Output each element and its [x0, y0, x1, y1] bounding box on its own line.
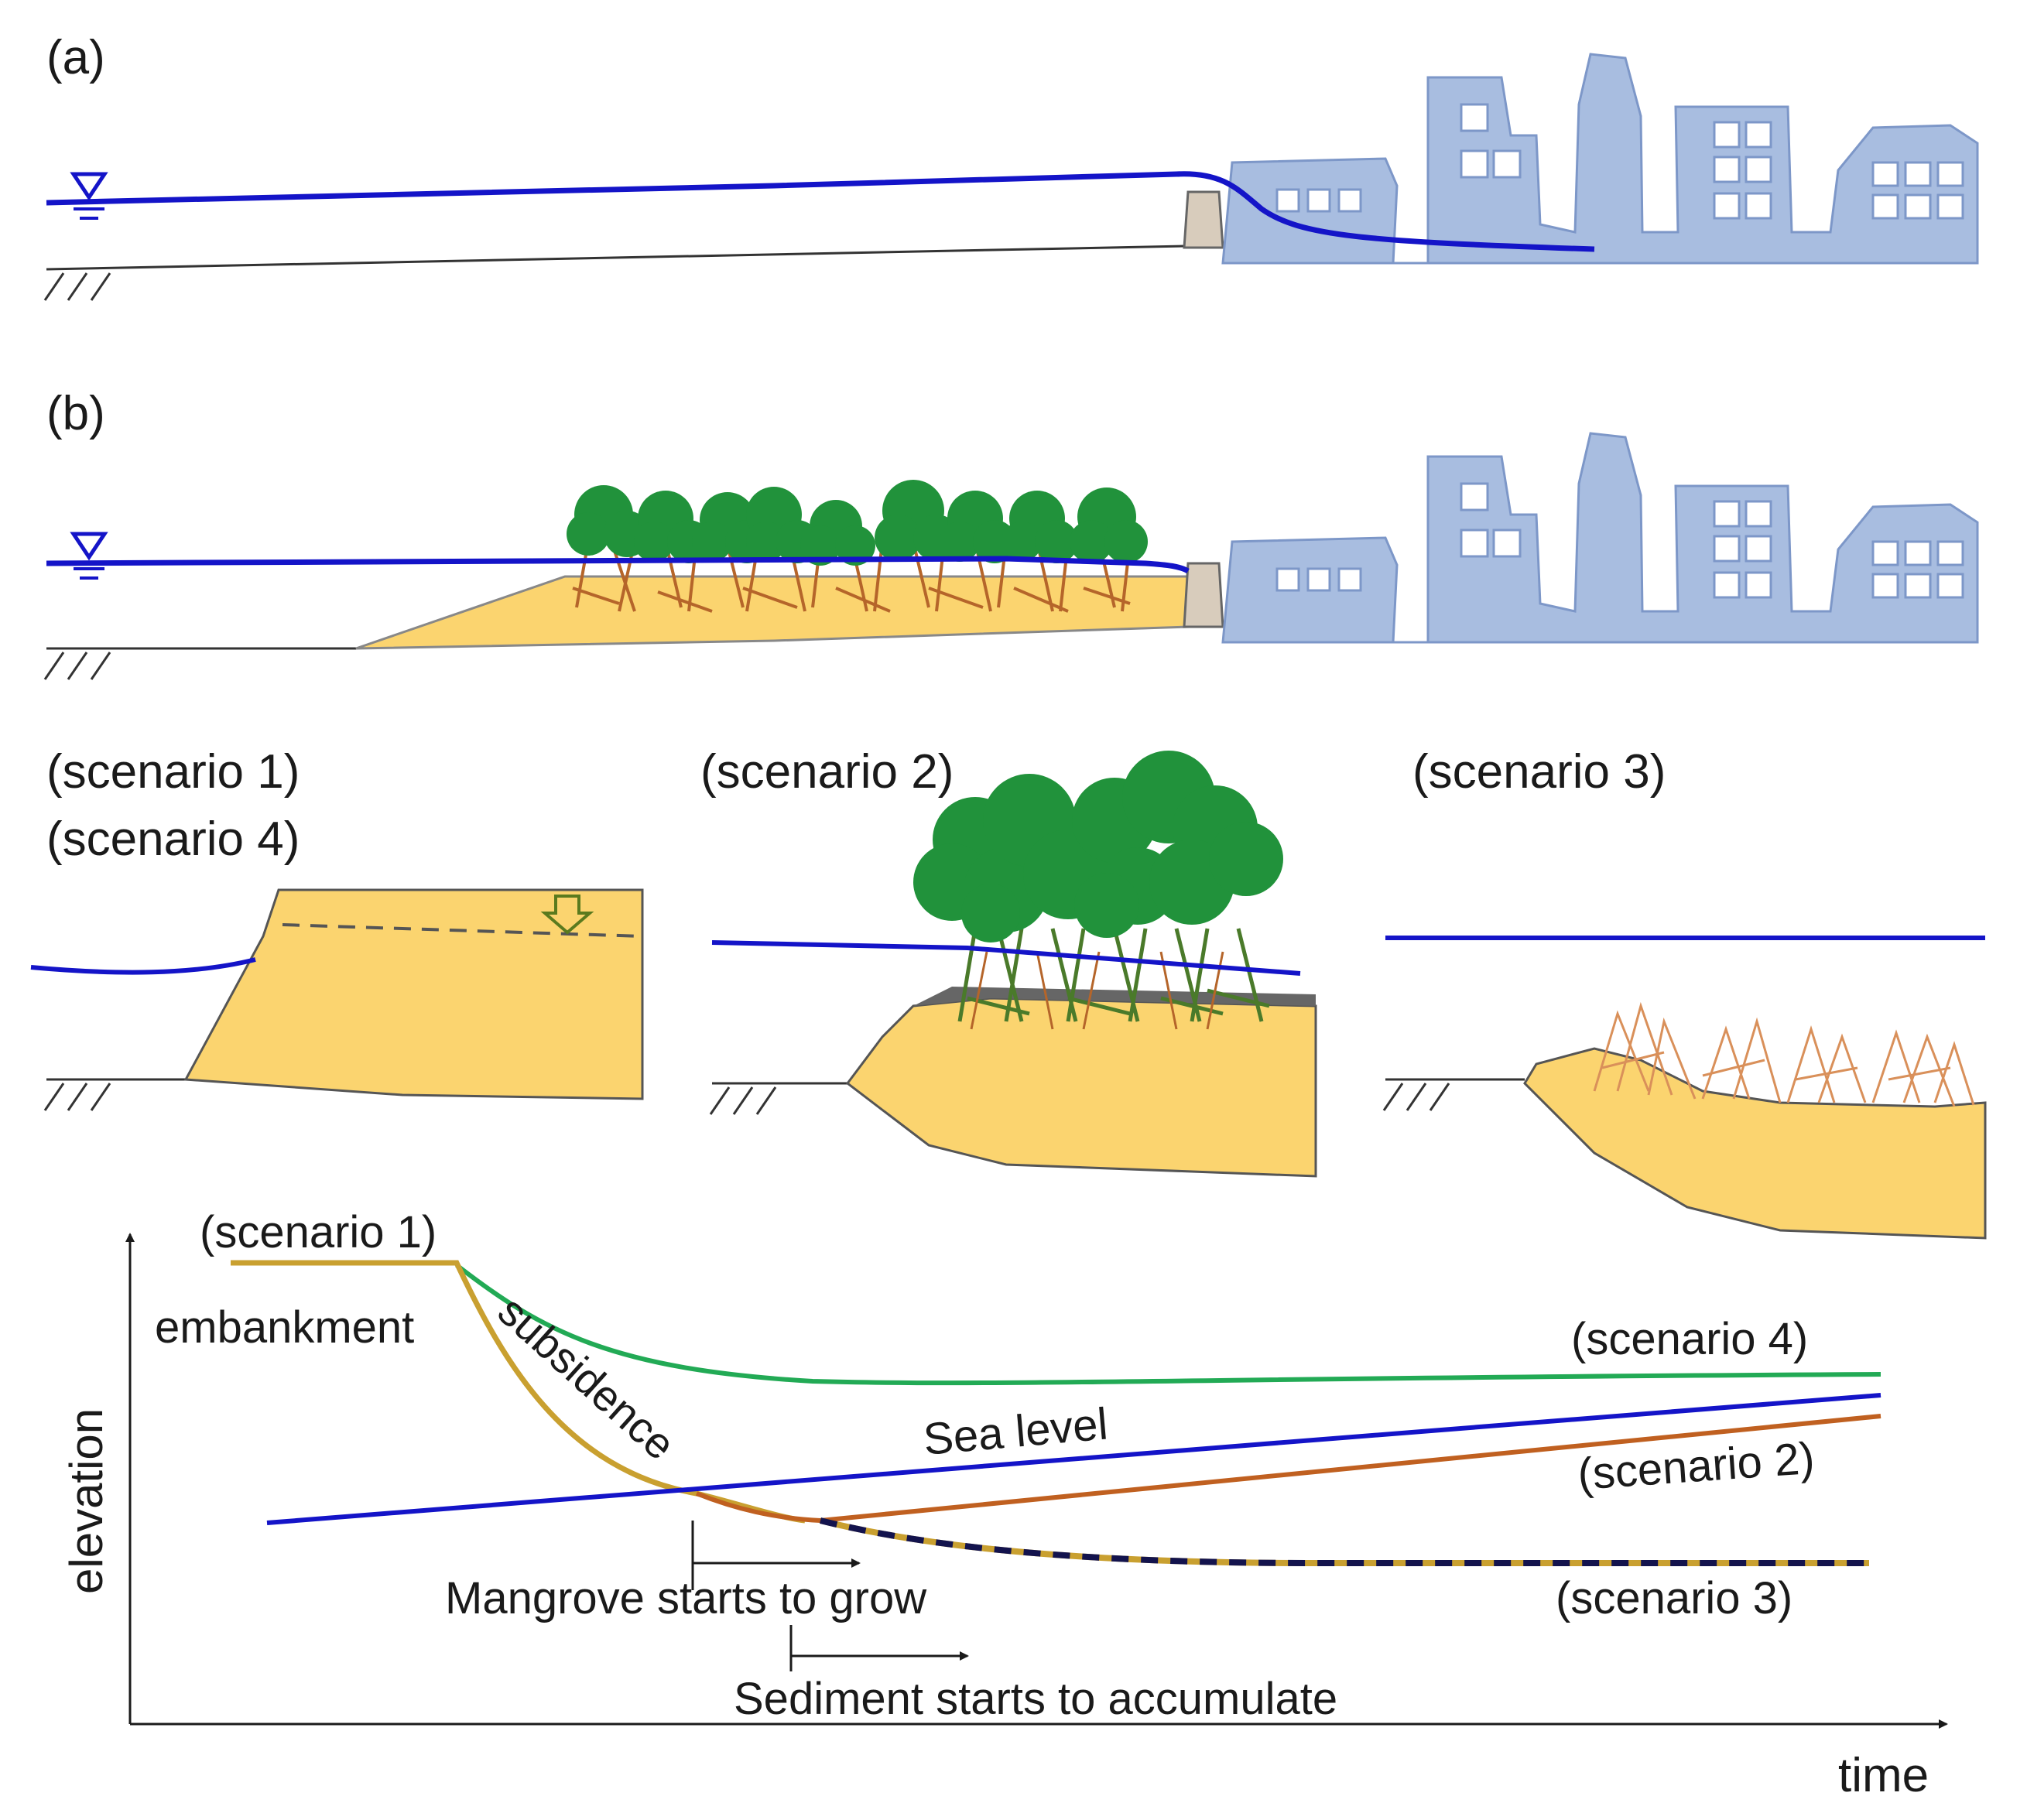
scenario-2-panel: (scenario 2) [700, 745, 1317, 1178]
water-surface-a [46, 171, 1595, 252]
sea-level-line [266, 1393, 1881, 1525]
graph-scenario-1-label: (scenario 1) [200, 1207, 437, 1257]
subsided-surface-dashed [282, 923, 643, 938]
panel-b: (b) [43, 387, 1979, 681]
mangrove-start-label: Mangrove starts to grow [445, 1573, 927, 1623]
water-surface-s1 [30, 957, 256, 975]
mangrove-roots-b [572, 541, 1132, 613]
ground-hatch-a [43, 268, 111, 302]
scenario-3-curve-base [820, 1517, 1869, 1566]
scenario-1-label: (scenario 1) [46, 745, 300, 799]
ground-hatch-s3 [1382, 1078, 1450, 1112]
graph-scenario-4-label: (scenario 4) [1571, 1314, 1808, 1364]
elevation-time-graph: elevation time (scenario 1) embankment s… [60, 1207, 1948, 1802]
mangrove-roots-s2 [957, 928, 1270, 1022]
mangrove-roots-s2-brown [970, 951, 1224, 1030]
scenario-2-curve [695, 1414, 1881, 1524]
scenario-3-curve-dashed [820, 1517, 1869, 1566]
ground-line-a [46, 245, 1185, 271]
panel-a-label: (a) [46, 31, 105, 84]
water-surface-s2 [711, 940, 1301, 976]
scenario-3-label: (scenario 3) [1412, 745, 1666, 799]
ground-hatch-s1 [43, 1078, 111, 1112]
water-level-symbol-a [70, 172, 108, 220]
sea-level-label: Sea level [921, 1398, 1109, 1465]
embankment-block-s1 [183, 888, 644, 1100]
scenario-4-label: (scenario 4) [46, 812, 300, 866]
scenario-4-curve [455, 1263, 1881, 1386]
ground-hatch-s2 [709, 1082, 777, 1116]
scenario-1-4-panel: (scenario 1) (scenario 4) [30, 745, 644, 1112]
sediment-start-label: Sediment starts to accumulate [734, 1674, 1337, 1724]
seawall-a [1183, 190, 1224, 249]
scenario-2-label: (scenario 2) [700, 745, 954, 799]
graph-scenario-3-label: (scenario 3) [1556, 1573, 1792, 1623]
mangrove-canopy-s2 [913, 751, 1283, 942]
subsidence-arrow-icon [540, 895, 594, 935]
dead-mangrove-roots-s3 [1593, 1001, 1975, 1107]
y-axis-label: elevation [60, 1408, 112, 1594]
water-surface-b [46, 556, 1190, 574]
sediment-bed-s2 [845, 997, 1317, 1178]
sediment-bed-s3 [1523, 1047, 1987, 1240]
embankment-label: embankment [155, 1302, 414, 1353]
water-level-symbol-b [70, 532, 108, 580]
scenario-3-panel: (scenario 3) [1382, 745, 1987, 1240]
seawall-b [1183, 562, 1224, 628]
ground-hatch-b [43, 647, 111, 681]
panel-a: (a) [43, 31, 1979, 302]
city-b [1221, 432, 1979, 644]
panel-b-label: (b) [46, 387, 105, 440]
mangrove-canopy-b [567, 480, 1148, 566]
x-axis-label: time [1838, 1749, 1929, 1802]
